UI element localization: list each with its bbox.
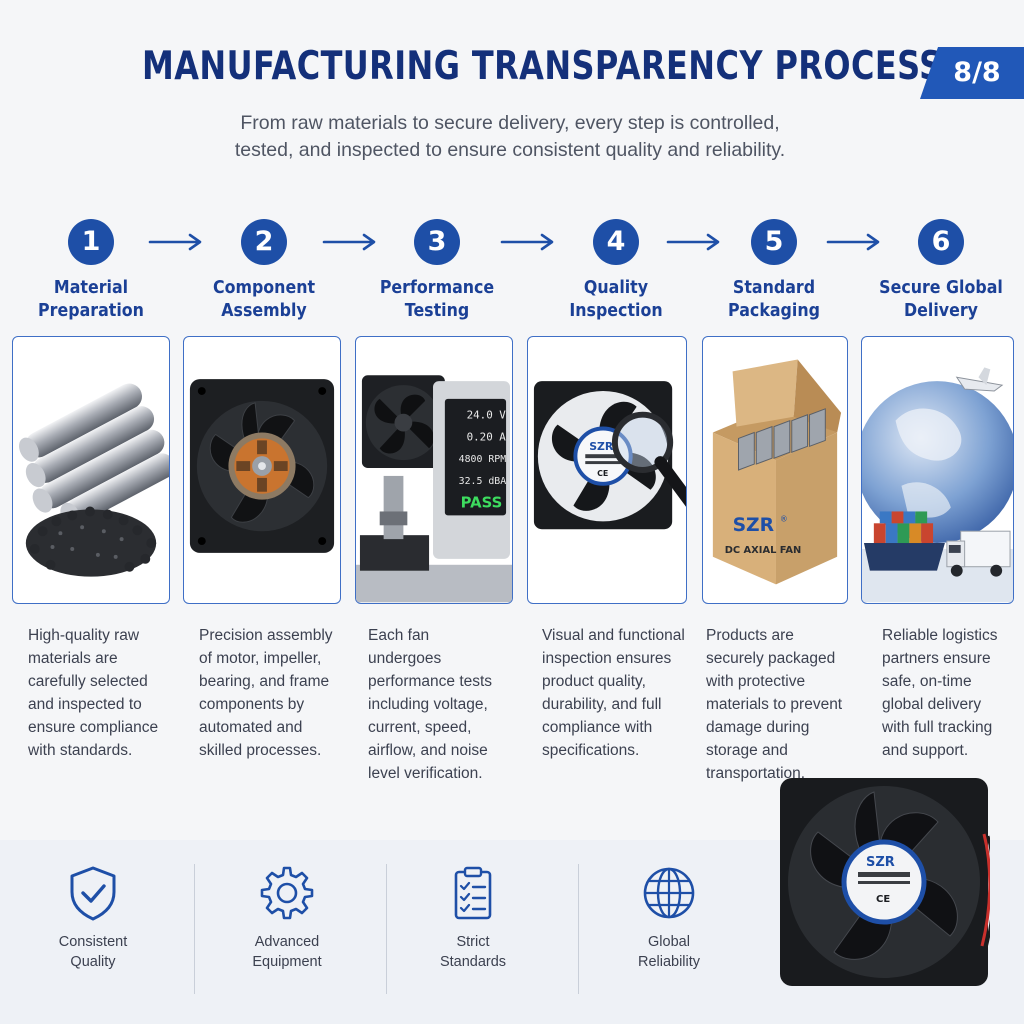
step-description-6: Reliable logistics partners ensure safe,… (882, 627, 998, 759)
feature-divider (386, 864, 387, 994)
fan-magnifier-illustration: SZR CE (533, 381, 686, 530)
secure-global-delivery-image (861, 336, 1014, 604)
box-product-print: DC AXIAL FAN (725, 545, 802, 556)
feature-advanced-equipment: Advanced Equipment (202, 862, 372, 972)
quality-inspection-image: SZR CE (527, 336, 687, 604)
tester-noise-readout: 32.5 dBA (459, 476, 507, 487)
header: MANUFACTURING TRANSPARENCY PROCESS 8/8 F… (0, 0, 1024, 200)
feature-label-strict-standards: Strict Standards (439, 934, 507, 970)
step-title-5: Standard Packaging (728, 277, 820, 321)
fan-test-bench-illustration: 24.0 V 0.20 A 4800 RPM 32.5 dBA PASS (356, 375, 512, 603)
feature-divider (578, 864, 579, 994)
gear-icon (260, 866, 314, 920)
feature-consistent-quality: Consistent Quality (8, 862, 178, 972)
tester-speed-readout: 4800 RPM (459, 454, 507, 465)
step-title-2: Component Assembly (212, 277, 316, 321)
product-fan-label-brand: SZR (866, 855, 895, 870)
component-assembly-image (183, 336, 341, 604)
page-title: MANUFACTURING TRANSPARENCY PROCESS (142, 44, 943, 89)
step-description-4: Visual and functional inspection ensures… (542, 627, 685, 759)
fan-motor-assembly-illustration (189, 379, 335, 553)
performance-testing-image: 24.0 V 0.20 A 4800 RPM 32.5 dBA PASS (355, 336, 513, 604)
step-number-4: 4 (593, 219, 639, 265)
page-subtitle: From raw materials to secure delivery, e… (234, 112, 786, 161)
step-number-6: 6 (918, 219, 964, 265)
step-title-4: Quality Inspection (569, 277, 663, 321)
step-title-6: Secure Global Delivery (879, 277, 1003, 321)
globe-icon (643, 867, 695, 919)
product-fan-label-ce-mark: CE (876, 894, 890, 905)
step-description-2: Precision assembly of motor, impeller, b… (199, 627, 333, 759)
metal-rods-pellets-illustration (19, 383, 169, 577)
shipping-box-illustration: SZR ® DC AXIAL FAN (712, 359, 842, 585)
feature-label-consistent-quality: Consistent Quality (58, 934, 128, 970)
feature-global-reliability: Global Reliability (584, 862, 754, 972)
feature-strict-standards: Strict Standards (388, 862, 558, 972)
step-title-3: Performance Testing (379, 277, 495, 321)
step-number-1: 1 (68, 219, 114, 265)
step-title-1: Material Preparation (38, 277, 144, 321)
step-number-3: 3 (414, 219, 460, 265)
page-indicator-badge: 8/8 (920, 47, 1024, 99)
tester-voltage-readout: 24.0 V (467, 409, 507, 422)
step-description-1: High-quality raw materials are carefully… (28, 627, 159, 759)
fan-label-ce-mark: CE (597, 469, 608, 478)
globe-ship-truck-plane-illustration (862, 367, 1013, 603)
tester-current-readout: 0.20 A (467, 430, 507, 443)
shield-check-icon (70, 866, 116, 921)
step-description-3: Each fan undergoes performance tests inc… (368, 627, 493, 782)
fan-label-brand: SZR (589, 440, 614, 453)
dc-axial-fan-product-photo: SZR CE (780, 778, 990, 986)
feature-label-advanced-equipment: Advanced Equipment (252, 934, 322, 970)
step-number-2: 2 (241, 219, 287, 265)
standard-packaging-image: SZR ® DC AXIAL FAN (702, 336, 848, 604)
feature-label-global-reliability: Global Reliability (637, 934, 701, 970)
box-brand-print: SZR (733, 515, 775, 536)
step-description-5: Products are securely packaged with prot… (706, 627, 843, 782)
arrow-right-icon (500, 233, 554, 251)
arrow-right-icon (826, 233, 880, 251)
arrow-right-icon (666, 233, 720, 251)
step-number-5: 5 (751, 219, 797, 265)
clipboard-checklist-icon (454, 866, 492, 920)
feature-divider (194, 864, 195, 994)
arrow-right-icon (148, 233, 202, 251)
box-registered-mark: ® (780, 514, 788, 523)
material-preparation-image (12, 336, 170, 604)
arrow-right-icon (322, 233, 376, 251)
tester-pass-readout: PASS (461, 495, 503, 512)
